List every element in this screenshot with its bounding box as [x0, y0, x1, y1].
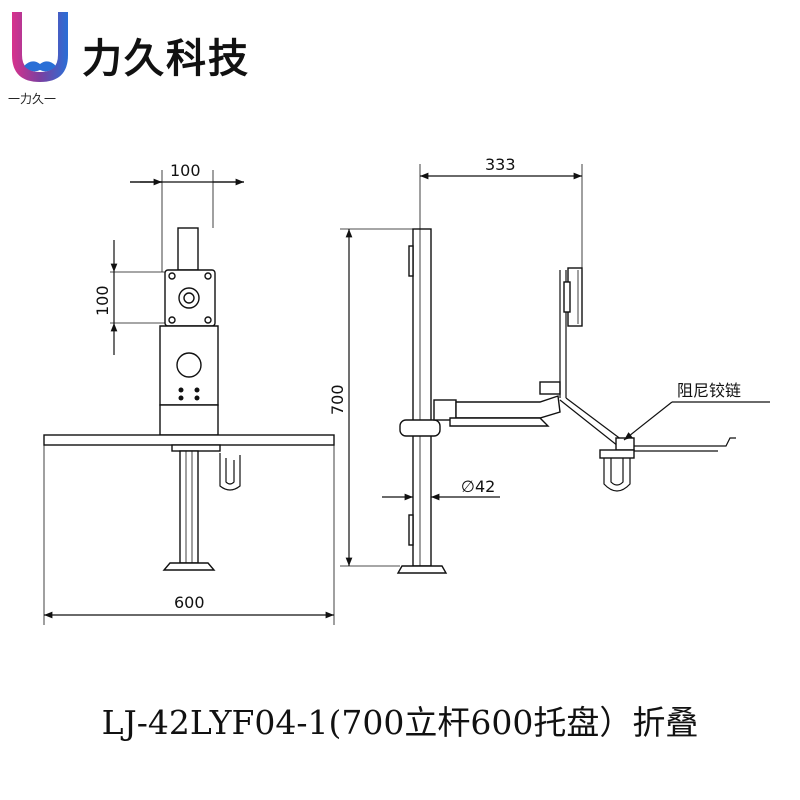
dim-label-600: 600 — [174, 593, 205, 612]
product-caption: LJ-42LYF04-1(700立杆600托盘）折叠 — [101, 703, 699, 742]
brand-logo — [12, 12, 68, 82]
dim-label-100-side: 100 — [93, 285, 112, 316]
hinge-label: 阻尼铰链 — [677, 381, 741, 400]
dim-label-100-top: 100 — [170, 161, 201, 180]
logo-u-mark — [12, 12, 68, 82]
side-view: 700 333 — [328, 155, 770, 574]
dim-label-diameter: ∅42 — [461, 477, 495, 496]
dim-label-333: 333 — [485, 155, 516, 174]
brand-subtitle: 一力久一 — [8, 92, 57, 106]
handshake-icon — [24, 61, 56, 72]
brand-name: 力久科技 — [82, 36, 250, 82]
dim-label-700: 700 — [328, 384, 347, 415]
front-view: 100 100 — [43, 161, 335, 625]
